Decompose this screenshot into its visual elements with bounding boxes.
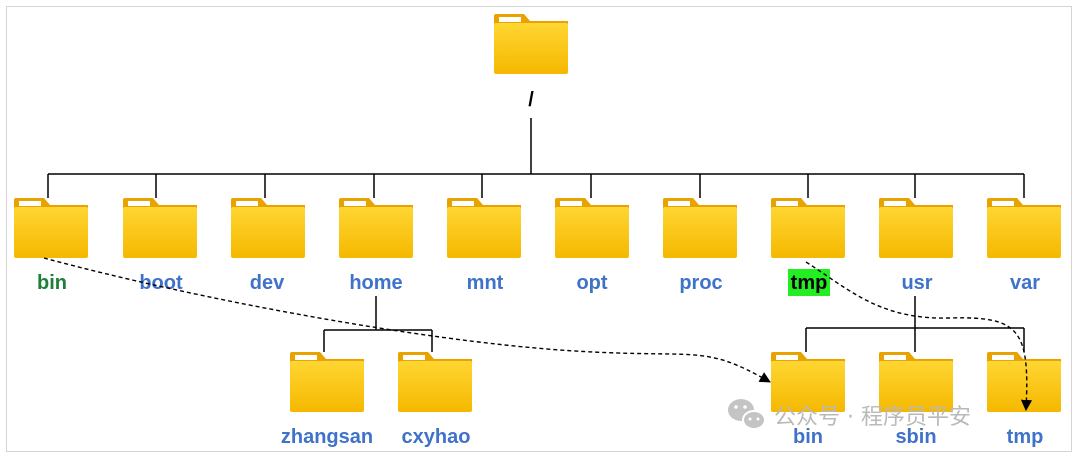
link-arrows [43,257,1033,412]
label-bin: bin [37,272,67,294]
watermark-text: 公众号 · 程序员平安 [774,405,971,430]
wechat-icon [728,399,766,430]
folder-icon-mnt [447,198,521,258]
watermark: 公众号 · 程序员平安 [728,399,971,430]
label-usr-tmp: tmp [1007,426,1044,448]
folder-icon-home [339,198,413,258]
label-usr-bin: bin [793,426,823,448]
label-dev: dev [250,272,285,294]
label-usr-sbin: sbin [895,426,936,448]
folder-icon-var [987,198,1061,258]
usr-child-labels: bin sbin tmp [793,426,1043,448]
diagram-frame [6,6,1072,452]
folder-icon-tmp [771,198,845,258]
folder-icon-usr-tmp [987,352,1061,412]
label-proc: proc [679,272,722,294]
home-child-folders [290,352,472,412]
tmp-highlight-box [788,269,830,296]
folder-icon-dev [231,198,305,258]
root-label: / [528,89,534,111]
label-home: home [349,272,402,294]
level1-labels: bin boot dev home mnt opt proc tmp usr v… [37,269,1040,296]
folder-icon-zhangsan [290,352,364,412]
home-child-labels: zhangsan cxyhao [281,426,471,448]
folder-icon-bin [14,198,88,258]
label-usr: usr [901,272,932,294]
folder-icon-root [494,14,568,74]
label-zhangsan: zhangsan [281,426,373,448]
label-var: var [1010,272,1040,294]
folder-icon-proc [663,198,737,258]
folder-root [494,14,568,74]
label-mnt: mnt [467,272,504,294]
folder-icon-opt [555,198,629,258]
label-cxyhao: cxyhao [402,426,471,448]
tree-connectors [47,118,1025,352]
folder-icon-usr [879,198,953,258]
folder-icon-boot [123,198,197,258]
link-arrow-tmp-to-usr-tmp [805,261,1033,412]
usr-child-folders [771,352,1061,412]
label-tmp: tmp [791,272,828,294]
label-boot: boot [139,272,183,294]
folder-icon-usr-sbin [879,352,953,412]
folder-icon-usr-bin [771,352,845,412]
label-opt: opt [576,272,607,294]
folder-icon-cxyhao [398,352,472,412]
link-arrow-bin-to-usr-bin [43,257,771,383]
level1-folders [14,198,1061,258]
